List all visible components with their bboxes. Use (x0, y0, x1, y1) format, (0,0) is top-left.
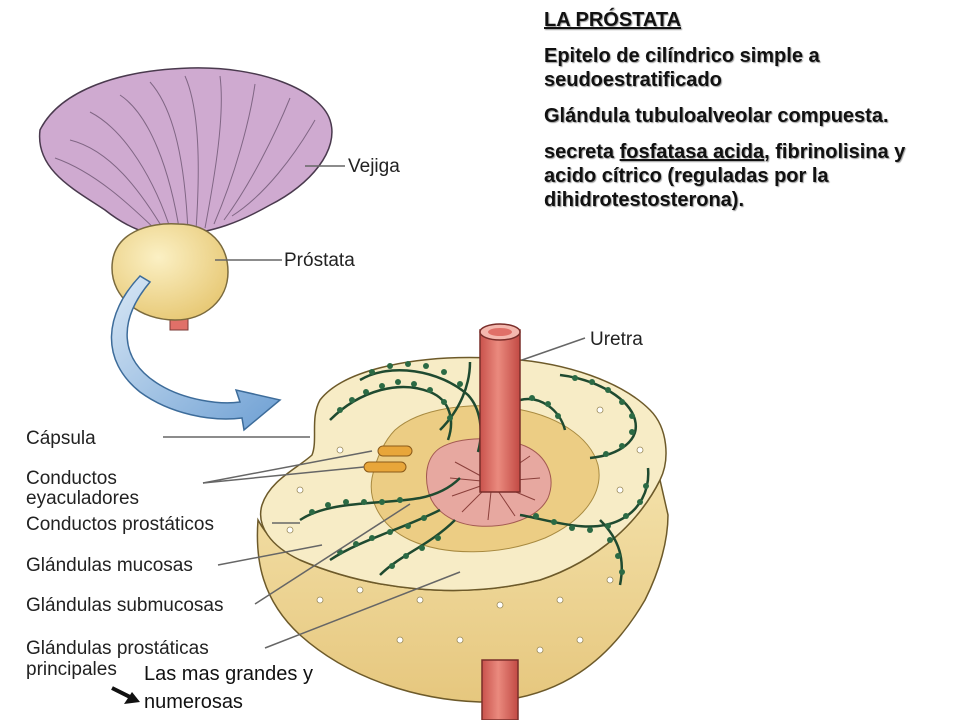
prostate-cross-section (256, 323, 669, 720)
fosfatasa-link[interactable]: fosfatasa acida (619, 141, 765, 163)
label-prostaticos: Conductos prostáticos (26, 514, 214, 535)
label-submucosas: Glándulas submucosas (26, 595, 224, 616)
magnify-arrow (110, 275, 282, 432)
info-line-3: secreta fosfatasa acida, fibrinolisina y… (544, 140, 954, 212)
info-line-3-pre: secreta (544, 141, 620, 163)
info-line-3-post: , fibrinolisina y acido cítrico (regulad… (544, 141, 906, 211)
label-prostata: Próstata (284, 250, 355, 271)
info-line-2: Glándula tubuloalveolar compuesta. (544, 105, 889, 127)
label-uretra: Uretra (590, 329, 643, 350)
bladder-illustration (38, 67, 345, 237)
info-panel: LA PRÓSTATA Epitelo de cilíndrico simple… (544, 8, 954, 224)
label-conductos-2: eyaculadores (26, 488, 139, 509)
info-line-1: Epitelo de cilíndrico simple a seudoestr… (544, 45, 820, 91)
prostate-illustration (111, 223, 282, 331)
leader-lines (163, 337, 586, 649)
label-principales-1: Glándulas prostáticas (26, 638, 209, 659)
info-title: LA PRÓSTATA (544, 9, 682, 31)
label-conductos-1: Conductos (26, 468, 117, 489)
label-capsula: Cápsula (26, 428, 96, 449)
label-principales-2: principales (26, 659, 117, 680)
label-mucosas: Glándulas mucosas (26, 555, 193, 576)
labels: Vejiga Próstata Uretra Cápsula Conductos… (26, 156, 643, 680)
pointer-arrow-icon (111, 686, 140, 704)
note-text: Las mas grandes y numerosas (144, 663, 313, 713)
label-vejiga: Vejiga (348, 156, 400, 177)
